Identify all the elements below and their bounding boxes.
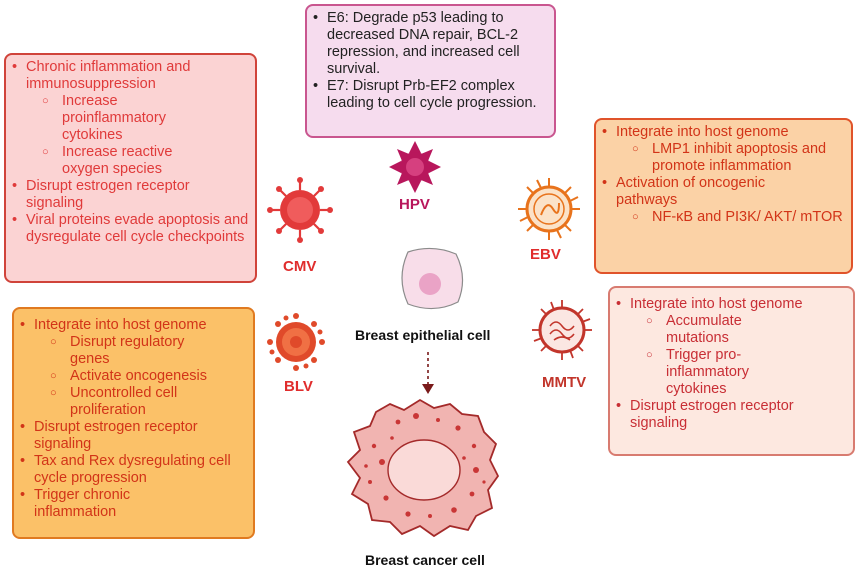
epithelial-cell-label: Breast epithelial cell <box>355 327 491 343</box>
hpv-virus-icon <box>389 141 441 193</box>
cmv-point-1-sub-2: Increase reactive oxygen species <box>12 144 249 178</box>
ebv-label: EBV <box>530 246 561 263</box>
hpv-point-e6: E6: Degrade p53 leading to decreased DNA… <box>313 10 548 78</box>
cancer-cell-label: Breast cancer cell <box>365 552 485 568</box>
ebv-point-1: Integrate into host genome <box>602 124 845 141</box>
blv-virus-icon <box>267 313 325 371</box>
ebv-point-2: Activation of oncogenic pathways <box>602 175 845 209</box>
hpv-info-box: E6: Degrade p53 leading to decreased DNA… <box>305 4 556 138</box>
transformation-arrow-icon <box>422 352 434 394</box>
ebv-info-box: Integrate into host genome LMP1 inhibit … <box>594 118 853 274</box>
mmtv-info-box: Integrate into host genome Accumulate mu… <box>608 286 855 456</box>
mmtv-point-1-sub-1: Accumulate mutations <box>616 313 847 347</box>
cmv-point-3: Viral proteins evade apoptosis and dysre… <box>12 212 249 246</box>
blv-point-1-sub-2: Activate oncogenesis <box>20 368 247 385</box>
cmv-virus-icon <box>267 177 333 243</box>
ebv-point-1-sub-1: LMP1 inhibit apoptosis and promote infla… <box>602 141 845 175</box>
epithelial-cell-icon <box>401 247 464 310</box>
cmv-point-1: Chronic inflammation and immunosuppressi… <box>12 59 249 93</box>
mmtv-point-1-sub-2: Trigger pro-inflammatory cytokines <box>616 347 847 398</box>
blv-info-box: Integrate into host genome Disrupt regul… <box>12 307 255 539</box>
blv-point-4: Trigger chronic inflammation <box>20 487 247 521</box>
cmv-label: CMV <box>283 258 317 275</box>
blv-label: BLV <box>284 378 313 395</box>
blv-point-1: Integrate into host genome <box>20 317 247 334</box>
ebv-virus-icon <box>518 178 580 240</box>
blv-point-2: Disrupt estrogen receptor signaling <box>20 419 247 453</box>
cmv-point-1-sub-1: Increase proinflammatory cytokines <box>12 93 249 144</box>
blv-point-1-sub-3: Uncontrolled cell proliferation <box>20 385 247 419</box>
cancer-cell-icon <box>346 398 500 538</box>
mmtv-virus-icon <box>532 300 592 360</box>
mmtv-point-1: Integrate into host genome <box>616 296 847 313</box>
hpv-point-e7: E7: Disrupt Prb-EF2 complex leading to c… <box>313 78 548 112</box>
cmv-point-2: Disrupt estrogen receptor signaling <box>12 178 249 212</box>
ebv-point-2-sub-1: NF-κB and PI3K/ AKT/ mTOR <box>602 209 845 226</box>
blv-point-1-sub-1: Disrupt regulatory genes <box>20 334 247 368</box>
mmtv-point-2: Disrupt estrogen receptor signaling <box>616 398 847 432</box>
mmtv-label: MMTV <box>542 374 587 391</box>
hpv-label: HPV <box>399 196 430 213</box>
cmv-info-box: Chronic inflammation and immunosuppressi… <box>4 53 257 283</box>
blv-point-3: Tax and Rex dysregulating cell cycle pro… <box>20 453 247 487</box>
